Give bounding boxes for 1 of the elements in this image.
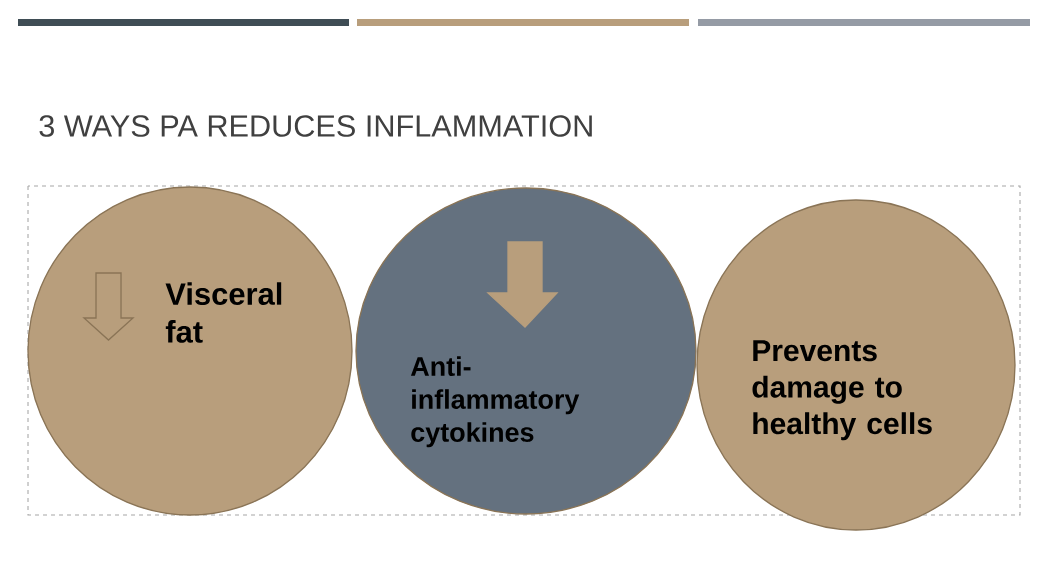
slide-title: 3 WAYS PA REDUCES INFLAMMATION (39, 115, 592, 137)
